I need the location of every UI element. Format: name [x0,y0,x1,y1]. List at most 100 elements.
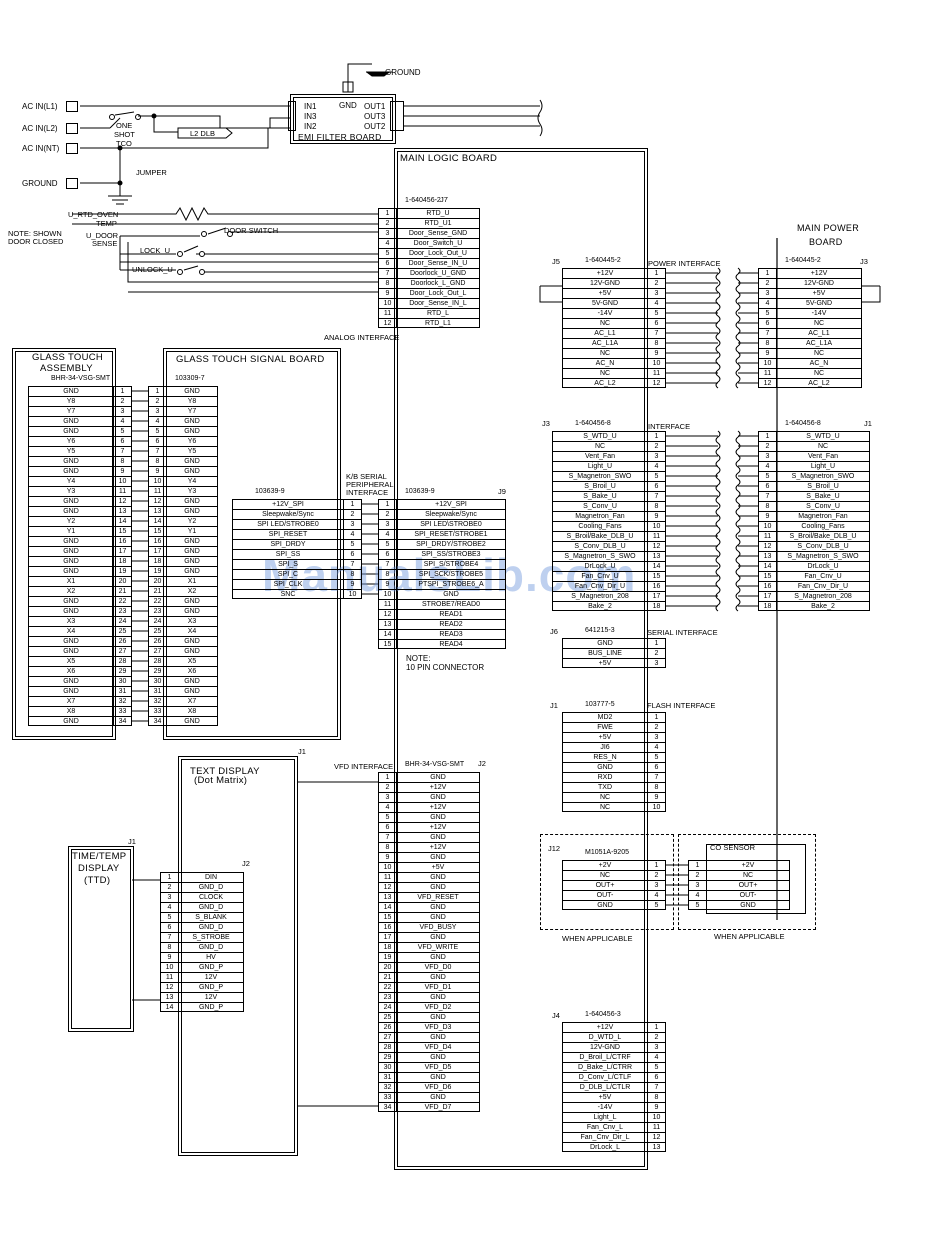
pin-number: 17 [379,933,397,942]
pin-number: 3 [379,793,397,802]
pin-number: 1 [161,873,179,882]
tco-label: TCO [116,139,132,148]
pin-number: 12 [161,983,179,992]
pin-signal: S_Conv_DLB_U [797,543,849,550]
pin-signal: 12V-GND [590,280,620,287]
pin-signal: X8 [66,708,76,715]
pin-signal: Bake_2 [811,603,835,610]
pin-signal: GND [184,598,200,605]
pin-number: 12 [759,379,777,388]
pin-signal: RTD_L [426,310,450,317]
pin-number: 4 [161,903,179,912]
pin-signal: GND [63,648,79,655]
pin-signal: +5V [598,290,612,297]
pin-number: 14 [379,630,397,639]
pin-signal: Light_L [593,1114,617,1121]
l2-dlb-label: L2 DLB [190,129,216,138]
pin-number: 8 [759,502,777,511]
door-closed-label: DOOR CLOSED [8,237,64,246]
pin-number: 12 [379,319,397,328]
pin-number: 8 [149,457,167,466]
pin-number: 9 [759,349,777,358]
pin-number: 14 [759,562,777,571]
pin-number: 9 [647,512,665,521]
pin-signal: S_Magnetron_208 [571,593,629,600]
pin-number: 12 [149,497,167,506]
pin-signal: GND [430,794,446,801]
pin-signal: X1 [66,578,76,585]
pin-number: 16 [379,923,397,932]
pin-signal: 5V-GND [805,300,833,307]
pin-signal: GND [597,902,613,909]
pin-signal: X2 [187,588,197,595]
pin-number: 5 [759,309,777,318]
pin-number: 13 [647,1143,665,1152]
pin-number: 10 [161,963,179,972]
pin-number: 5 [647,901,665,910]
pin-signal: Door_Sense_IN_L [409,300,467,307]
main-power-board-title-2: BOARD [809,237,843,247]
pin-signal: GND [184,568,200,575]
pin-signal: NC [817,443,829,450]
pin-signal: SPI_S/STROBE4 [423,561,479,568]
interface-label: INTERFACE [648,422,691,431]
pin-signal: D_Bake_L/CTRR [577,1064,633,1071]
pin-number: 10 [759,522,777,531]
pin-number: 30 [149,677,167,686]
co-pin-row: 1+2V [689,860,789,870]
j3-part-number: 1-640456-8 [575,420,611,427]
pin-number: 1 [647,713,665,722]
pin-number: 3 [113,407,131,416]
pin-signal: DrLock_L [590,1144,620,1151]
pin-number: 17 [759,592,777,601]
pin-number: 25 [113,627,131,636]
pin-number: 20 [379,963,397,972]
pin-signal: STROBE7/READ0 [422,601,480,608]
pin-number: 2 [647,871,665,880]
pin-number: 1 [113,387,131,396]
gta-pin-row: 21 X2 [29,586,131,596]
pin-number: 4 [647,299,665,308]
pin-number: 7 [149,447,167,456]
j5-part-number: 1-640445-2 [585,257,621,264]
pin-number: 9 [149,467,167,476]
pin-signal: -14V [597,1104,613,1111]
pin-number: 10 [647,1113,665,1122]
pin-number: 4 [689,891,707,900]
pin-signal: S_WTD_U [583,433,617,440]
jumper-label: JUMPER [136,168,167,177]
pin-signal: +12V [429,784,447,791]
pin-signal: X4 [187,628,197,635]
pin-number: 34 [149,717,167,726]
pin-signal: SPI LED/STROBE0 [257,521,319,528]
pin-number: 21 [113,587,131,596]
pin-number: 34 [379,1103,397,1112]
j7-header-label: J7 [440,195,448,204]
pin-signal: GND [63,458,79,465]
pin-signal: X2 [66,588,76,595]
